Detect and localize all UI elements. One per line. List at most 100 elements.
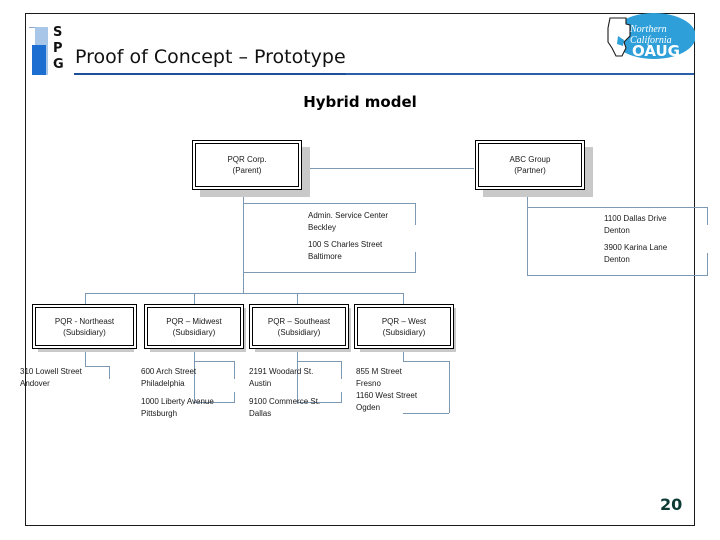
connector-ann-beckley-v [415, 203, 416, 225]
spg-tick [29, 27, 38, 28]
connector-ne-tail [109, 366, 110, 379]
node-pqr-corp-label-1: PQR Corp. [227, 155, 267, 164]
title-underline-strong [74, 73, 346, 75]
node-pqr-midwest-inner: PQR – Midwest (Subsidiary) [147, 307, 241, 346]
annotation-andover: 310 Lowell Street Andover [20, 366, 82, 390]
annotation-austin-line1: 2191 Woodard St. [249, 367, 314, 376]
connector-se-elbow-1 [297, 361, 341, 362]
node-pqr-west-label-2: (Subsidiary) [382, 327, 426, 337]
node-abc-group-label-2: (Partner) [514, 166, 546, 175]
connector-se-tail-2 [341, 392, 342, 403]
annotation-philadelphia-line1: 600 Arch Street [141, 367, 197, 376]
annotation-philadelphia: 600 Arch Street Philadelphia [141, 366, 196, 390]
connector-se-tail-1 [341, 361, 342, 379]
node-pqr-midwest[interactable]: PQR – Midwest (Subsidiary) [144, 304, 244, 349]
node-abc-group-inner: ABC Group (Partner) [478, 143, 582, 187]
slide-frame [25, 13, 695, 526]
node-pqr-corp[interactable]: PQR Corp. (Parent) [192, 140, 302, 190]
node-pqr-corp-inner: PQR Corp. (Parent) [195, 143, 299, 187]
node-pqr-west[interactable]: PQR – West (Subsidiary) [354, 304, 454, 349]
annotation-ogden-line2: Ogden [356, 403, 381, 412]
connector-abc-ann-bottom [527, 275, 707, 276]
connector-pqr-stem [243, 195, 244, 293]
node-pqr-west-inner: PQR – West (Subsidiary) [357, 307, 451, 346]
spg-bar-dark [32, 45, 46, 75]
annotation-baltimore-line1: 100 S Charles Street [308, 240, 383, 249]
connector-se-stem-2 [297, 361, 298, 402]
connector-mw-elbow-1 [194, 361, 234, 362]
annotation-denton-karina-lane: 3900 Karina Lane Denton [604, 242, 667, 266]
connector-abc-stem [527, 195, 528, 275]
connector-ann-bottom [243, 272, 415, 273]
spg-logo: S P G [29, 25, 89, 80]
connector-w-tail-1 [449, 361, 450, 413]
section-subtitle: Hybrid model [303, 93, 417, 111]
node-pqr-northeast-label-1: PQR - Northeast [54, 316, 115, 326]
spg-letters: S P G [53, 25, 64, 73]
connector-ne-elbow [85, 366, 109, 367]
annotation-beckley-line1: Admin. Service Center [308, 211, 389, 220]
connector-drop-west [403, 293, 404, 305]
oaug-ellipse [612, 13, 695, 59]
annotation-austin: 2191 Woodard St. Austin [249, 366, 313, 390]
annotation-beckley: Admin. Service Center Beckley [308, 210, 388, 234]
annotation-dallas: 9100 Commerce St. Dallas [249, 396, 320, 420]
node-pqr-northeast[interactable]: PQR - Northeast (Subsidiary) [32, 304, 137, 349]
annotation-pittsburgh-line1: 1000 Liberty Avenue [141, 397, 214, 406]
oaug-line-oaug: OAUG [632, 42, 680, 60]
oaug-logo: Northern California OAUG [596, 12, 695, 68]
connector-ann-baltimore-v [415, 252, 416, 273]
annotation-fresno-line2: Fresno [356, 379, 381, 388]
node-pqr-west-label-1: PQR – West [381, 316, 427, 326]
annotation-fresno: 855 M Street Fresno [356, 366, 402, 390]
node-pqr-northeast-label-2: (Subsidiary) [63, 327, 106, 337]
node-pqr-southeast-inner: PQR – Southeast (Subsidiary) [252, 307, 346, 346]
annotation-baltimore-line2: Baltimore [308, 252, 342, 261]
connector-mw-tail-1 [234, 361, 235, 379]
annotation-denton-karina-lane-line1: 3900 Karina Lane [604, 243, 668, 252]
node-pqr-southeast-label-2: (Subsidiary) [277, 327, 321, 337]
oaug-logo-svg: Northern California OAUG [607, 13, 695, 60]
connector-abc-ann-karina-v [707, 253, 708, 276]
oaug-line-california: California [630, 35, 672, 46]
annotation-austin-line2: Austin [249, 379, 272, 388]
node-pqr-southeast[interactable]: PQR – Southeast (Subsidiary) [249, 304, 349, 349]
connector-w-elbow-2 [403, 413, 449, 414]
node-abc-group-label-1: ABC Group [509, 155, 551, 164]
annotation-beckley-line2: Beckley [308, 223, 337, 232]
annotation-pittsburgh: 1000 Liberty Avenue Pittsburgh [141, 396, 214, 420]
connector-parent-partner [293, 168, 474, 169]
connector-mw-stem-2 [194, 361, 195, 402]
annotation-denton-dallas-drive: 1100 Dallas Drive Denton [604, 213, 667, 237]
connector-abc-ann-top [527, 207, 707, 208]
node-pqr-southeast-label-1: PQR – Southeast [267, 316, 331, 326]
annotation-dallas-line2: Dallas [249, 409, 272, 418]
connector-mw-elbow-2 [194, 402, 234, 403]
spg-letter-s: S [53, 25, 63, 40]
node-abc-group[interactable]: ABC Group (Partner) [475, 140, 585, 190]
page-title: Proof of Concept – Prototype [75, 46, 346, 68]
annotation-ogden-line1: 1160 West Street [356, 391, 418, 400]
title-underline [74, 73, 694, 75]
connector-mw-tail-2 [234, 392, 235, 403]
spg-letter-g: G [53, 57, 64, 72]
connector-ann-top [243, 203, 415, 204]
node-pqr-northeast-inner: PQR - Northeast (Subsidiary) [35, 307, 134, 346]
connector-w-drop [403, 349, 404, 361]
connector-se-drop [297, 349, 298, 361]
annotation-denton-dallas-drive-line2: Denton [604, 226, 630, 235]
connector-ne-drop [85, 349, 86, 366]
annotation-denton-karina-lane-line2: Denton [604, 255, 630, 264]
annotation-andover-line2: Andover [20, 379, 50, 388]
connector-subsidiary-bus [85, 293, 403, 294]
annotation-baltimore: 100 S Charles Street Baltimore [308, 239, 382, 263]
connector-se-elbow-2 [297, 402, 341, 403]
california-inner-shape [617, 36, 624, 46]
node-pqr-midwest-label-1: PQR – Midwest [166, 316, 222, 326]
node-pqr-corp-label-2: (Parent) [232, 166, 262, 175]
annotation-ogden: 1160 West Street Ogden [356, 390, 417, 414]
annotation-denton-dallas-drive-line1: 1100 Dallas Drive [604, 214, 667, 223]
node-pqr-midwest-label-2: (Subsidiary) [172, 327, 216, 337]
